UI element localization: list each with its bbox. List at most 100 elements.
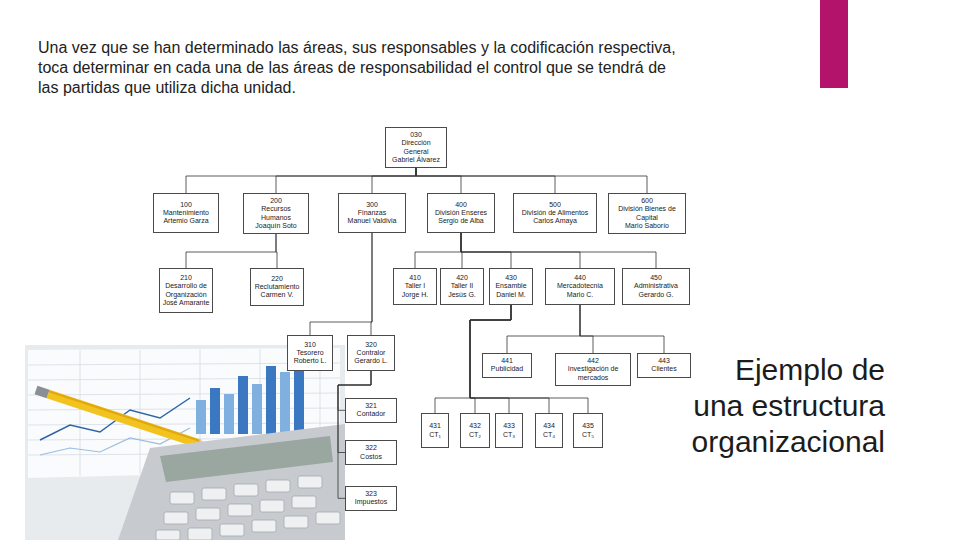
org-connector bbox=[372, 168, 416, 193]
node-text: Recursos Humanos bbox=[246, 205, 306, 222]
caption-text: Ejemplo de una estructura organizacional bbox=[684, 352, 885, 460]
org-box: 210Desarrollo de OrganizaciónJosé Amaran… bbox=[159, 268, 213, 313]
org-box: 600División Bienes de CapitalMario Sabor… bbox=[608, 193, 686, 234]
org-box: 030Dirección GeneralGabriel Álvarez bbox=[385, 127, 447, 168]
node-text: CT₁ bbox=[429, 431, 441, 439]
node-text: Sergio de Alba bbox=[438, 217, 484, 225]
org-connector bbox=[416, 168, 647, 193]
org-connector bbox=[276, 168, 416, 193]
area-code: 400 bbox=[455, 201, 467, 209]
area-code: 200 bbox=[270, 197, 282, 205]
org-connector bbox=[507, 305, 580, 353]
org-connector bbox=[416, 168, 555, 193]
accent-bar bbox=[820, 0, 848, 88]
org-connector bbox=[580, 305, 664, 353]
area-code: 310 bbox=[304, 341, 316, 349]
node-text: Publicidad bbox=[491, 365, 523, 373]
org-connector bbox=[416, 168, 461, 193]
node-text: Taller II bbox=[451, 282, 474, 290]
org-box: 310TesoreroRoberto L. bbox=[287, 335, 333, 371]
node-text: Clientes bbox=[651, 365, 676, 373]
area-code: 320 bbox=[365, 341, 377, 349]
area-code: 100 bbox=[180, 201, 192, 209]
org-box: 500División de AlimentosCarlos Amaya bbox=[513, 193, 597, 233]
org-connector bbox=[461, 233, 656, 268]
node-text: Mario C. bbox=[567, 291, 593, 299]
node-text: Carlos Amaya bbox=[533, 217, 577, 225]
node-text: Joaquín Soto bbox=[255, 222, 296, 230]
node-text: Dirección General bbox=[388, 139, 444, 156]
org-connector bbox=[461, 233, 511, 268]
area-code: 433 bbox=[503, 422, 515, 430]
area-code: 300 bbox=[366, 201, 378, 209]
node-text: Jesús G. bbox=[448, 291, 476, 299]
area-code: 442 bbox=[587, 357, 599, 365]
area-code: 450 bbox=[650, 274, 662, 282]
org-connector bbox=[371, 233, 372, 335]
node-text: Manuel Valdivia bbox=[348, 217, 397, 225]
org-box: 220ReclutamientoCarmen V. bbox=[250, 268, 304, 306]
node-text: División Enseres bbox=[435, 209, 487, 217]
area-code: 435 bbox=[582, 422, 594, 430]
area-code: 443 bbox=[658, 357, 670, 365]
node-text: CT₂ bbox=[469, 431, 481, 439]
org-connector bbox=[186, 168, 416, 193]
org-connector bbox=[338, 371, 371, 498]
bar-chart bbox=[196, 360, 304, 434]
node-text: Gerardo G. bbox=[638, 291, 673, 299]
area-code: 440 bbox=[574, 274, 586, 282]
org-connector bbox=[580, 305, 593, 353]
org-box: 441Publicidad bbox=[482, 353, 532, 378]
node-text: División de Alimentos bbox=[522, 209, 589, 217]
org-box: 442Investigación de mercados bbox=[555, 353, 631, 386]
org-box: 322Costos bbox=[345, 440, 397, 465]
pencil bbox=[36, 390, 216, 450]
node-text: Roberto L. bbox=[294, 357, 327, 365]
org-box: 435CT₅ bbox=[573, 413, 603, 448]
node-text: CT₃ bbox=[503, 431, 515, 439]
area-code: 410 bbox=[409, 274, 421, 282]
node-text: Desarrollo de Organización bbox=[162, 282, 210, 299]
node-text: Investigación de mercados bbox=[558, 365, 628, 382]
calculator bbox=[118, 424, 345, 540]
area-code: 430 bbox=[505, 274, 517, 282]
node-text: Contador bbox=[357, 410, 386, 418]
org-box: 433CT₃ bbox=[495, 413, 523, 448]
area-code: 321 bbox=[365, 402, 377, 410]
node-text: Contralor bbox=[357, 349, 386, 357]
node-text: Reclutamiento bbox=[255, 283, 300, 291]
org-connector bbox=[470, 305, 549, 413]
node-text: Mercadotecnia bbox=[557, 282, 603, 290]
node-text: Costos bbox=[360, 453, 382, 461]
photo-ground bbox=[25, 345, 345, 540]
org-box: 410Taller IJorge H. bbox=[393, 268, 437, 305]
node-text: Administrativa bbox=[634, 282, 678, 290]
area-code: 500 bbox=[549, 201, 561, 209]
org-box: 200Recursos HumanosJoaquín Soto bbox=[243, 193, 309, 234]
node-text: Finanzas bbox=[358, 209, 386, 217]
org-box: 434CT₄ bbox=[535, 413, 563, 448]
org-box: 323Impuestos bbox=[345, 486, 397, 511]
node-text: Tesorero bbox=[296, 349, 323, 357]
node-text: Daniel M. bbox=[496, 291, 526, 299]
area-code: 420 bbox=[456, 274, 468, 282]
org-box: 432CT₂ bbox=[460, 413, 490, 448]
org-box: 440MercadotecniaMario C. bbox=[545, 268, 615, 305]
heading-text: Una vez que se han determinado las áreas… bbox=[38, 38, 678, 98]
node-text: Ensamble bbox=[495, 282, 526, 290]
area-code: 434 bbox=[543, 422, 555, 430]
node-text: Taller I bbox=[405, 282, 426, 290]
org-connector bbox=[461, 233, 580, 268]
node-text: Gerardo L. bbox=[354, 357, 387, 365]
area-code: 600 bbox=[641, 197, 653, 205]
node-text: Carmen V. bbox=[261, 291, 294, 299]
node-text: Artemio Garza bbox=[163, 217, 208, 225]
area-code: 210 bbox=[180, 274, 192, 282]
node-text: Impuestos bbox=[355, 498, 387, 506]
node-text: José Amarante bbox=[163, 299, 210, 307]
area-code: 030 bbox=[410, 131, 422, 139]
node-text: CT₄ bbox=[543, 431, 555, 439]
node-text: CT₅ bbox=[582, 431, 594, 439]
org-box: 400División EnseresSergio de Alba bbox=[427, 193, 495, 233]
node-text: División Bienes de Capital bbox=[611, 205, 683, 222]
